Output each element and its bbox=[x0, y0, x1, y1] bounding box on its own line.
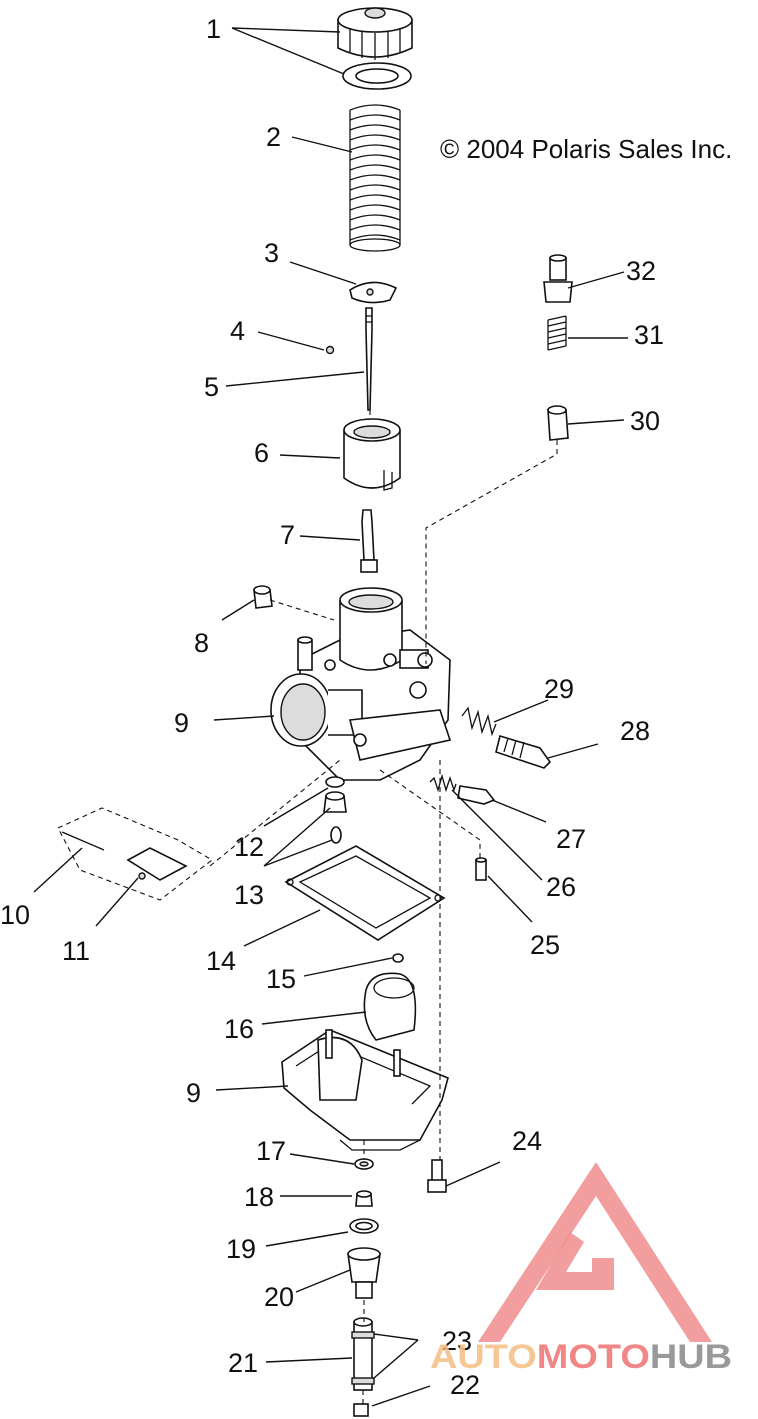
watermark-word-auto: AUTO bbox=[430, 1338, 537, 1376]
part-6-slide bbox=[343, 418, 401, 491]
part-9-carb-body bbox=[270, 587, 452, 781]
callout-7: 7 bbox=[280, 520, 295, 550]
callout-26: 26 bbox=[546, 872, 576, 902]
part-10-plate bbox=[57, 807, 213, 901]
callout-19: 19 bbox=[226, 1234, 256, 1264]
part-11-bracket bbox=[126, 847, 188, 881]
callout-18: 18 bbox=[244, 1182, 274, 1212]
callout-3: 3 bbox=[264, 238, 279, 268]
callout-24: 24 bbox=[512, 1126, 542, 1156]
callout-14: 14 bbox=[206, 946, 236, 976]
part-20-fitting bbox=[347, 1247, 381, 1299]
watermark-triangle bbox=[478, 1162, 712, 1342]
watermark-word-hub: HUB bbox=[650, 1338, 732, 1376]
callout-30: 30 bbox=[630, 406, 660, 436]
part-9-float-bowl bbox=[281, 1029, 449, 1151]
leader-lines bbox=[33, 27, 628, 1407]
callout-27: 27 bbox=[556, 824, 586, 854]
watermark-inner-mark bbox=[536, 1232, 614, 1290]
callout-13: 13 bbox=[234, 880, 264, 910]
callout-31: 31 bbox=[634, 320, 664, 350]
part-28-screw bbox=[495, 734, 552, 769]
callout-23: 23 bbox=[442, 1326, 472, 1356]
callout-28: 28 bbox=[620, 716, 650, 746]
part-5-needle bbox=[365, 307, 373, 411]
part-14-gasket bbox=[284, 845, 446, 941]
part-29-spring bbox=[461, 706, 497, 737]
callout-9-bowl: 9 bbox=[186, 1078, 201, 1108]
callout-4: 4 bbox=[230, 316, 245, 346]
callout-25: 25 bbox=[530, 930, 560, 960]
callout-9-body: 9 bbox=[174, 708, 189, 738]
copyright-text: © 2004 Polaris Sales Inc. bbox=[440, 134, 732, 164]
callout-1: 1 bbox=[206, 14, 221, 44]
callout-32: 32 bbox=[626, 256, 656, 286]
callout-10: 10 bbox=[0, 900, 30, 930]
callout-17: 17 bbox=[256, 1136, 286, 1166]
callout-8: 8 bbox=[194, 628, 209, 658]
part-15-pin bbox=[392, 953, 404, 963]
part-23-clamps bbox=[351, 1331, 375, 1385]
part-18-main-jet bbox=[355, 1190, 373, 1207]
callout-22: 22 bbox=[450, 1370, 480, 1400]
part-24-bolt bbox=[427, 1159, 447, 1193]
assembly-guide-lines bbox=[209, 410, 558, 1404]
part-17-washer bbox=[354, 1158, 374, 1170]
part-25-fitting bbox=[475, 857, 487, 881]
callout-15: 15 bbox=[266, 964, 296, 994]
part-19-o-ring bbox=[349, 1218, 379, 1234]
part-22-cap bbox=[353, 1403, 369, 1417]
callout-5: 5 bbox=[204, 372, 219, 402]
part-4-clip bbox=[325, 345, 335, 355]
callout-2: 2 bbox=[266, 122, 281, 152]
part-3-retainer bbox=[349, 281, 398, 304]
part-8-pin bbox=[253, 585, 273, 609]
part-16-float bbox=[363, 972, 417, 1041]
part-26-spring bbox=[429, 773, 457, 793]
part-2-spring bbox=[349, 104, 401, 252]
callout-6: 6 bbox=[254, 438, 269, 468]
part-7-needle-jet bbox=[360, 509, 378, 573]
callout-16: 16 bbox=[224, 1014, 254, 1044]
part-30-sleeve bbox=[547, 405, 569, 441]
callout-21: 21 bbox=[228, 1348, 258, 1378]
callout-20: 20 bbox=[264, 1282, 294, 1312]
callout-labels: 1 2 3 4 5 6 7 8 9 10 11 12 13 14 15 16 9… bbox=[0, 14, 664, 1400]
callout-12: 12 bbox=[234, 832, 264, 862]
callout-29: 29 bbox=[544, 674, 574, 704]
callout-11: 11 bbox=[62, 936, 90, 966]
part-13-pilot-jet bbox=[323, 791, 347, 844]
part-12-fitting bbox=[325, 776, 345, 788]
part-31-spring bbox=[547, 315, 567, 351]
part-21-tube bbox=[353, 1317, 373, 1391]
watermark-word-moto: MOTO bbox=[537, 1338, 650, 1376]
part-32-adjuster bbox=[543, 254, 573, 303]
part-1-cap bbox=[337, 7, 413, 90]
